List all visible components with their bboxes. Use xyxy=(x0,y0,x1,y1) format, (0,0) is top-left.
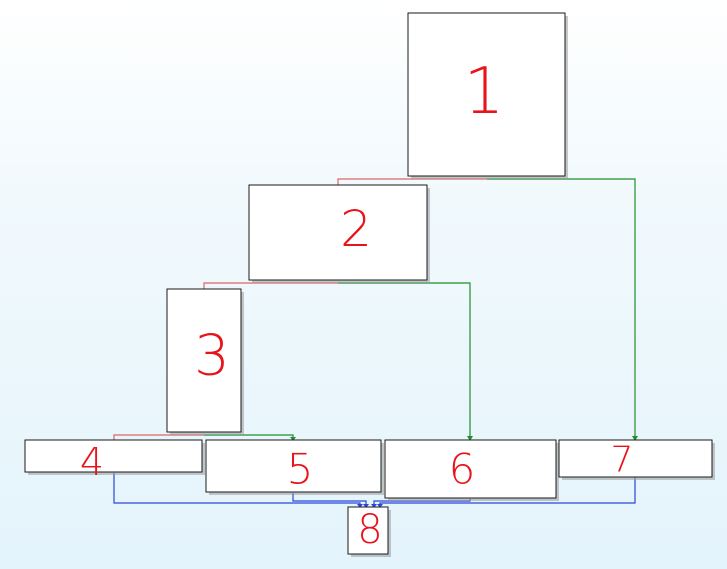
edge-3-4 xyxy=(113,434,204,440)
node-1-label: 1 xyxy=(464,55,505,129)
node-5[interactable]: 5 xyxy=(205,439,384,495)
node-6-label: 6 xyxy=(449,445,476,494)
node-2-label: 2 xyxy=(340,200,372,258)
edge-3-5 xyxy=(204,434,294,440)
node-8-label: 8 xyxy=(357,507,382,553)
node-4-label: 4 xyxy=(80,440,104,484)
edge-2-3 xyxy=(203,282,338,289)
arrowhead-8a xyxy=(357,504,363,508)
node-5-label: 5 xyxy=(287,445,314,494)
arrowhead-5 xyxy=(290,437,296,441)
node-1[interactable]: 1 xyxy=(407,12,568,179)
edge-1-7 xyxy=(487,178,636,439)
node-8[interactable]: 8 xyxy=(347,506,391,557)
node-7[interactable]: 7 xyxy=(558,439,715,481)
arrowhead-8b xyxy=(363,504,369,508)
node-3[interactable]: 3 xyxy=(166,288,244,435)
arrowhead-8c xyxy=(371,504,377,508)
node-6[interactable]: 6 xyxy=(384,439,559,501)
arrowhead-6 xyxy=(467,436,473,441)
node-3-label: 3 xyxy=(194,324,230,389)
edge-5-8 xyxy=(292,493,367,507)
nodes-layer: 1 2 3 4 5 6 7 xyxy=(24,12,715,557)
arrowhead-7 xyxy=(632,436,638,441)
node-2[interactable]: 2 xyxy=(248,184,430,283)
node-7-label: 7 xyxy=(611,440,634,481)
edge-2-6 xyxy=(338,282,471,439)
node-4[interactable]: 4 xyxy=(24,439,205,484)
arrowhead-8d xyxy=(377,504,383,508)
edge-1-2 xyxy=(337,178,487,185)
